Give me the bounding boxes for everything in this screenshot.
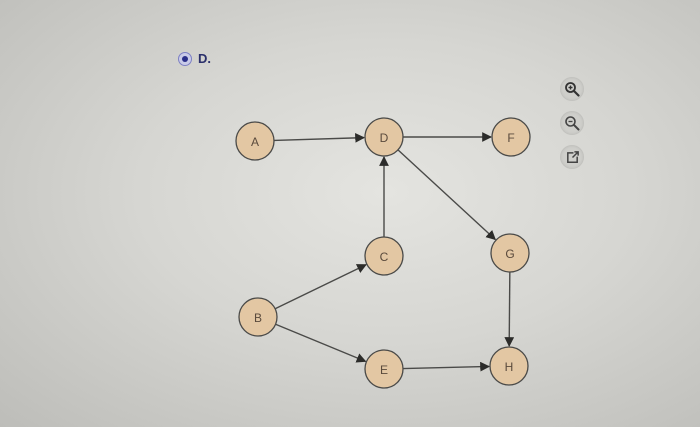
zoom-in-icon <box>565 82 580 97</box>
zoom-in-button[interactable] <box>560 77 584 101</box>
node-G: G <box>490 233 530 273</box>
svg-text:B: B <box>254 311 262 325</box>
edge-A-D <box>273 132 365 143</box>
radio-button-selected[interactable] <box>178 51 192 66</box>
svg-text:E: E <box>380 363 388 377</box>
edge-E-H <box>402 361 490 372</box>
edge-G-H <box>504 271 515 347</box>
node-D: D <box>364 117 404 157</box>
svg-text:H: H <box>505 360 514 374</box>
open-external-button[interactable] <box>560 145 584 169</box>
svg-text:A: A <box>251 135 259 149</box>
image-toolbar <box>560 77 584 169</box>
node-F: F <box>491 117 531 157</box>
node-E: E <box>364 349 404 389</box>
svg-text:F: F <box>507 131 514 145</box>
edge-B-E <box>275 323 367 363</box>
node-B: B <box>238 297 278 337</box>
graph-edges <box>273 132 515 372</box>
node-H: H <box>489 346 529 386</box>
answer-option-d[interactable]: D. <box>178 51 211 66</box>
zoom-out-icon <box>565 116 580 131</box>
node-C: C <box>364 236 404 276</box>
svg-text:D: D <box>380 131 389 145</box>
edge-B-C <box>274 264 367 310</box>
external-link-icon <box>566 150 579 163</box>
option-label: D. <box>198 51 211 66</box>
graph-nodes: A D F C G B E H <box>235 117 531 389</box>
node-A: A <box>235 121 275 161</box>
zoom-out-button[interactable] <box>560 111 584 135</box>
svg-text:G: G <box>505 247 514 261</box>
svg-text:C: C <box>380 250 389 264</box>
edge-D-G <box>397 149 497 241</box>
